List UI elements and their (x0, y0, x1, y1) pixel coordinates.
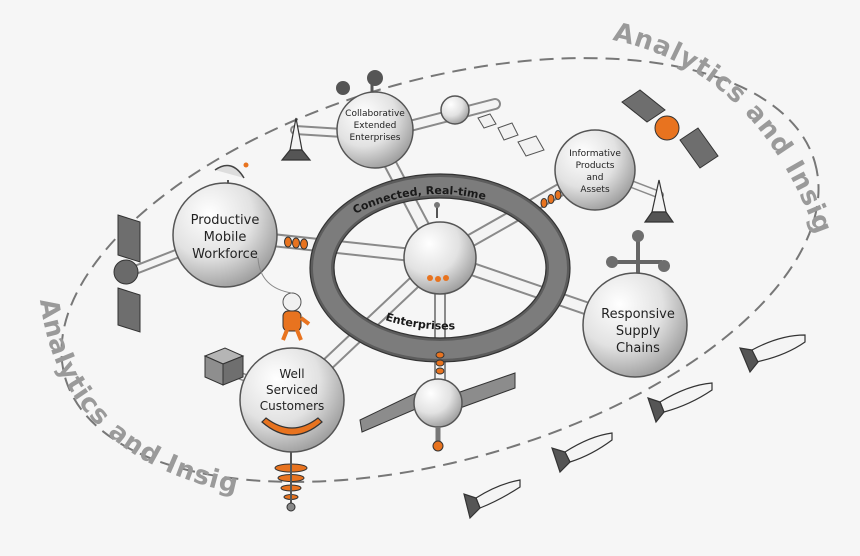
node-serviced: Well Serviced Customers (239, 347, 345, 453)
info-line-4: Assets (580, 185, 610, 195)
shuttle-icon-6 (463, 479, 521, 520)
prod-line-3: Workforce (192, 247, 258, 262)
collab-line-1: Collaborative (345, 109, 405, 119)
resp-line-1: Responsive (601, 307, 675, 322)
node-collaborative: Collaborative Extended Enterprises (336, 91, 414, 169)
info-line-1: Informative (569, 149, 621, 159)
satellite-left (113, 214, 141, 333)
central-hub (403, 202, 477, 295)
shuttle-icon-1 (280, 117, 312, 161)
shuttle-icon-4 (647, 382, 713, 424)
shuttle-icon-3 (739, 334, 806, 374)
node-productive: Productive Mobile Workforce (172, 182, 278, 288)
shuttle-icon-2 (643, 179, 675, 223)
serv-line-2: Serviced (266, 383, 318, 397)
info-line-3: and (587, 173, 604, 183)
info-line-2: Products (576, 161, 615, 171)
shipping-boxes (477, 113, 545, 157)
astronaut-icon (257, 257, 311, 341)
prod-line-2: Mobile (204, 230, 247, 245)
smile-icon (261, 417, 323, 436)
central-ring (309, 173, 571, 363)
analytics-orbit (60, 57, 820, 483)
space-shuttles (280, 117, 806, 520)
customer-device-box (203, 347, 245, 386)
node-informative: Informative Products and Assets (554, 129, 636, 211)
satellite-right (621, 89, 719, 169)
shuttle-icon-5 (551, 432, 613, 474)
node-responsive: Responsive Supply Chains (582, 272, 688, 378)
prod-line-1: Productive (191, 213, 260, 228)
collab-line-3: Enterprises (350, 133, 401, 143)
orange-ports (284, 190, 562, 375)
resp-line-3: Chains (616, 341, 660, 356)
top-connector-sphere (336, 70, 470, 125)
antenna-discs (274, 452, 308, 512)
collab-line-2: Extended (354, 121, 397, 131)
serv-line-3: Customers (260, 399, 325, 413)
serv-line-1: Well (279, 367, 304, 381)
resp-line-2: Supply (616, 324, 661, 339)
bottom-station (359, 372, 516, 452)
